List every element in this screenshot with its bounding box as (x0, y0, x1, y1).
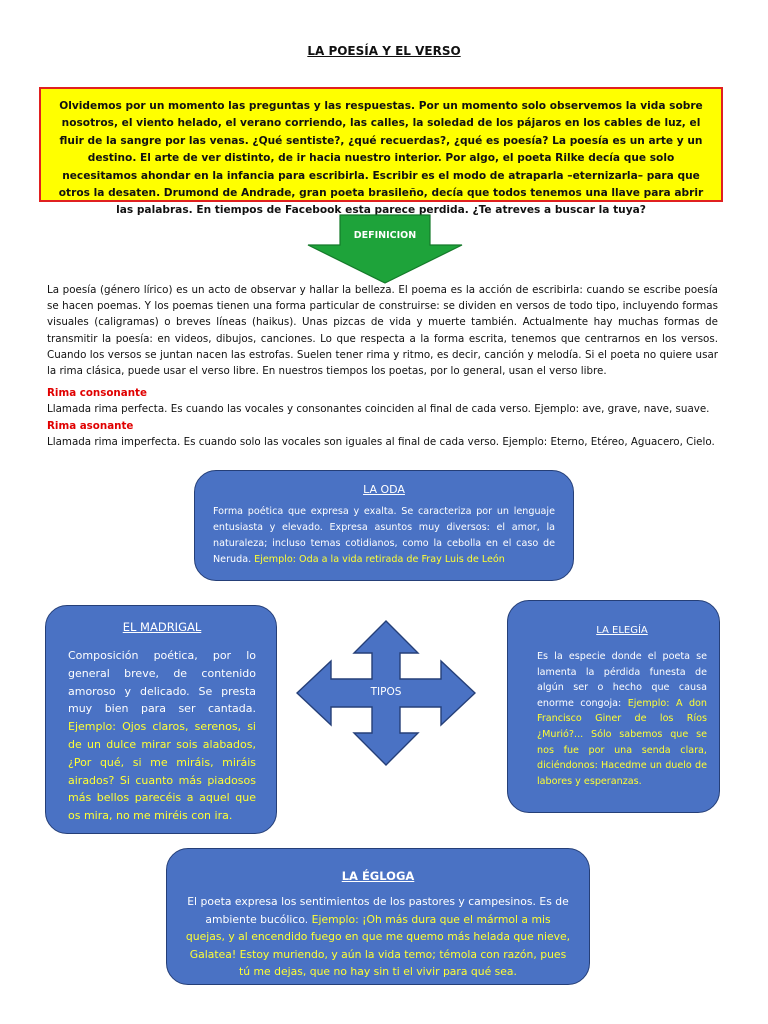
page-title: LA POESÍA Y EL VERSO (307, 44, 461, 58)
definition-arrow (307, 214, 463, 284)
egloga-title: LA ÉGLOGA (341, 869, 415, 883)
madrigal-example: Ejemplo: Ojos claros, serenos, si de un … (68, 720, 256, 823)
definition-label: DEFINICION (353, 230, 417, 241)
rima-asonante-heading: Rima asonante (47, 419, 134, 432)
elegia-example: Ejemplo: A don Francisco Giner de los Rí… (537, 697, 707, 787)
definition-section: La poesía (género lírico) es un acto de … (47, 282, 718, 450)
four-way-arrow (296, 620, 476, 766)
oda-title: LA ODA (363, 483, 405, 496)
madrigal-text: Composición poética, por lo general brev… (68, 649, 256, 716)
intro-box: Olvidemos por un momento las preguntas y… (39, 87, 723, 216)
elegia-description: Es la especie donde el poeta se lamenta … (537, 649, 707, 789)
madrigal-title: EL MADRIGAL (122, 620, 202, 634)
oda-box: LA ODA Forma poética que expresa y exalt… (194, 470, 574, 581)
oda-description: Forma poética que expresa y exalta. Se c… (213, 504, 555, 568)
madrigal-box: EL MADRIGAL Composición poética, por lo … (45, 605, 277, 834)
egloga-example: Ejemplo: ¡Oh más dura que el mármol a mi… (185, 912, 571, 979)
egloga-text: El poeta expresa los sentimientos de los… (187, 895, 569, 926)
rima-asonante-text: Llamada rima imperfecta. Es cuando solo … (47, 435, 715, 448)
egloga-box: LA ÉGLOGA El poeta expresa los sentimien… (166, 848, 590, 985)
oda-example: Ejemplo: Oda a la vida retirada de Fray … (254, 554, 505, 565)
elegia-title: LA ELEGÍA (596, 625, 648, 636)
elegia-text: Es la especie donde el poeta se lamenta … (537, 651, 707, 709)
definition-paragraph: La poesía (género lírico) es un acto de … (47, 284, 718, 378)
rima-consonante-heading: Rima consonante (47, 387, 147, 400)
oda-text: Forma poética que expresa y exalta. Se c… (213, 506, 555, 565)
tipos-label: TIPOS (370, 686, 402, 698)
elegia-box: LA ELEGÍA Es la especie donde el poeta s… (507, 600, 720, 813)
madrigal-description: Composición poética, por lo general brev… (68, 647, 256, 825)
egloga-description: El poeta expresa los sentimientos de los… (185, 893, 571, 981)
rima-consonante-text: Llamada rima perfecta. Es cuando las voc… (47, 403, 710, 416)
